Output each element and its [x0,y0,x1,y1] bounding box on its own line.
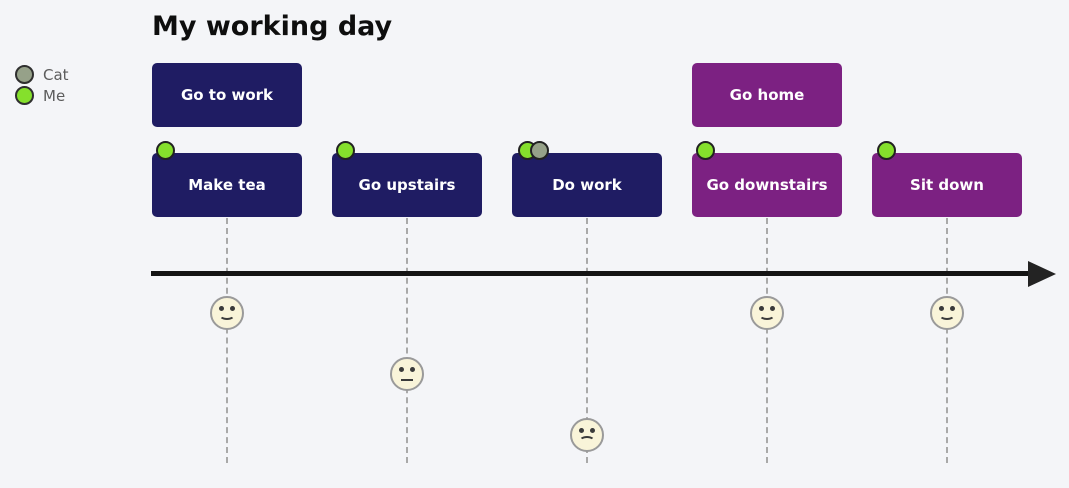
face-eye [770,306,775,311]
smile-mouth [759,310,775,320]
cat-marker-icon [15,65,34,84]
connector-line-go-upstairs [406,218,408,463]
sad-face-icon-do-work[interactable] [570,418,604,452]
connector-line-go-downstairs [766,218,768,463]
frown-mouth [579,436,595,446]
legend-item-cat: Cat [15,64,69,85]
event-box-label: Go upstairs [358,176,456,194]
me-marker-sit-down[interactable] [877,141,896,160]
legend: Cat Me [15,64,69,106]
me-marker-go-upstairs[interactable] [336,141,355,160]
face-eye [939,306,944,311]
happy-face-icon-go-downstairs[interactable] [750,296,784,330]
face-eye [410,367,415,372]
event-box-label: Go to work [180,86,274,104]
timeline-axis-arrowhead-icon [1028,261,1056,287]
happy-face-icon-make-tea[interactable] [210,296,244,330]
event-box-go-to-work[interactable]: Go to work [152,63,302,127]
event-box-label: Go home [729,86,805,104]
face-eye [759,306,764,311]
event-box-label: Do work [552,176,622,194]
flat-mouth [401,379,413,381]
neutral-face-icon-go-upstairs[interactable] [390,357,424,391]
legend-label-me: Me [43,86,66,105]
event-box-label: Go downstairs [706,176,828,194]
face-eye [399,367,404,372]
happy-face-icon-sit-down[interactable] [930,296,964,330]
me-marker-go-downstairs[interactable] [696,141,715,160]
page-title: My working day [152,11,393,42]
timeline-axis [151,271,1031,276]
smile-mouth [939,310,955,320]
me-marker-icon [15,86,34,105]
me-marker-make-tea[interactable] [156,141,175,160]
event-box-go-upstairs[interactable]: Go upstairs [332,153,482,217]
connector-line-make-tea [226,218,228,463]
connector-line-do-work [586,218,588,463]
face-eye [230,306,235,311]
cat-marker-do-work[interactable] [530,141,549,160]
face-eye [579,428,584,433]
smile-mouth [219,310,235,320]
event-box-go-downstairs[interactable]: Go downstairs [692,153,842,217]
event-box-go-home[interactable]: Go home [692,63,842,127]
face-eye [219,306,224,311]
legend-item-me: Me [15,85,69,106]
event-box-sit-down[interactable]: Sit down [872,153,1022,217]
event-box-label: Make tea [188,176,266,194]
face-eye [590,428,595,433]
event-box-label: Sit down [910,176,984,194]
event-box-make-tea[interactable]: Make tea [152,153,302,217]
connector-line-sit-down [946,218,948,463]
legend-label-cat: Cat [43,65,69,84]
face-eye [950,306,955,311]
event-box-do-work[interactable]: Do work [512,153,662,217]
